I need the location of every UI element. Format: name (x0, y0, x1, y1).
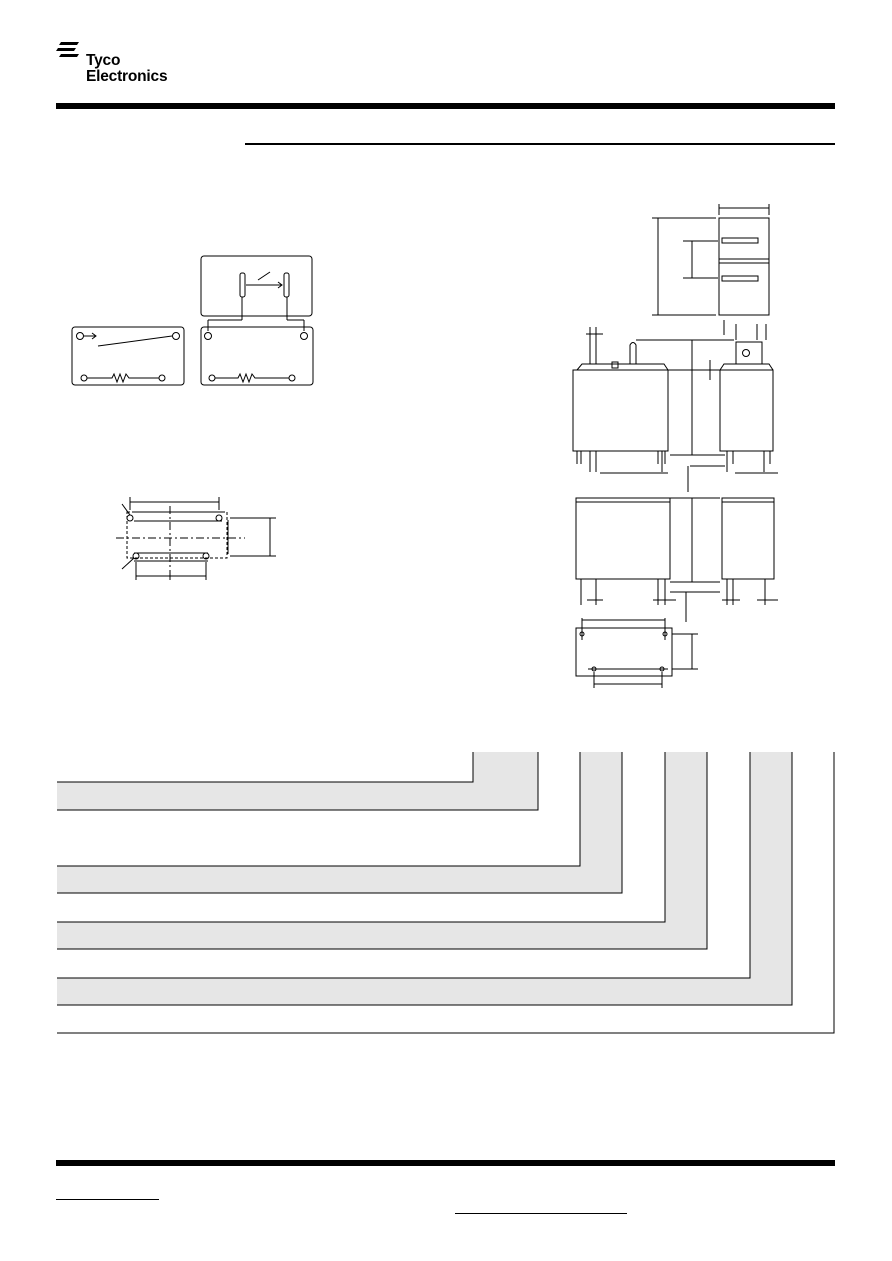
header-rule (56, 103, 835, 109)
footer-underline-left (56, 1199, 159, 1200)
outline-dimension-drawing (572, 204, 778, 688)
tyco-logo-icon (55, 40, 83, 64)
pcb-layout-diagram (116, 497, 276, 580)
schematic-diagram (71, 255, 314, 386)
footer-underline-center (455, 1213, 627, 1214)
logo-line-2: Electronics (86, 68, 168, 85)
logo-line-1: Tyco (86, 52, 121, 69)
title-rule (245, 143, 835, 145)
footer-rule (56, 1160, 835, 1166)
ordering-code-table (57, 752, 835, 1034)
company-logo-text: Tyco Electronics (86, 52, 168, 85)
